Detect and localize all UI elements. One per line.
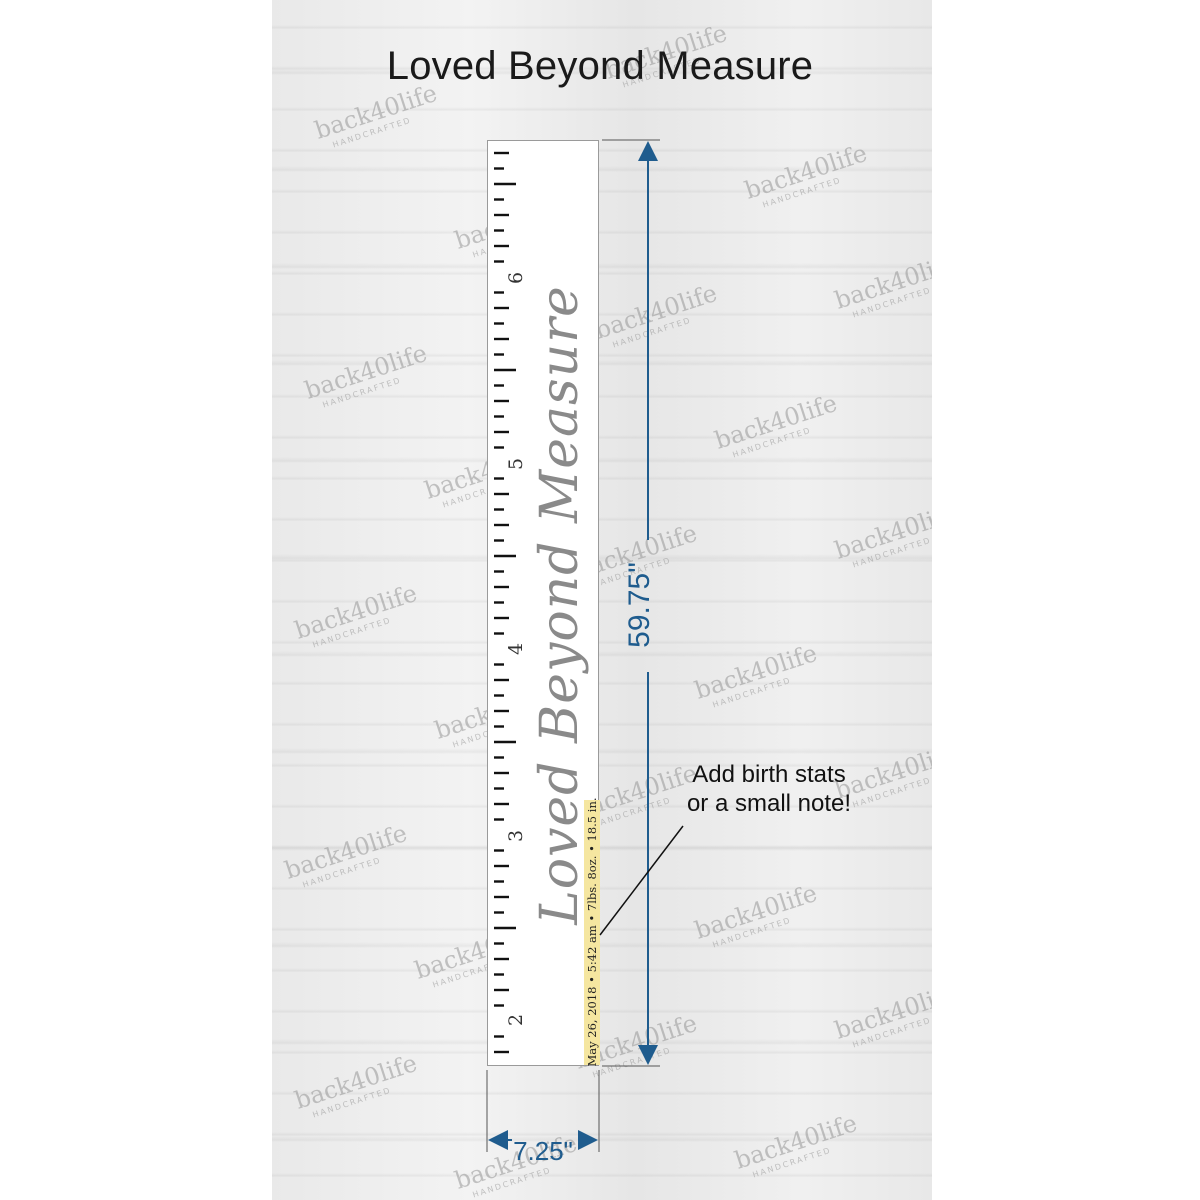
width-dimension-label: 7.25"	[513, 1136, 573, 1166]
birth-stats-note: Add birth stats or a small note!	[682, 760, 856, 819]
birth-stats-highlight	[584, 800, 600, 1065]
growth-ruler	[487, 140, 599, 1066]
note-line-2: or a small note!	[686, 790, 852, 818]
ruler-ticks	[494, 151, 516, 1054]
height-dimension-label: 59.75"	[623, 562, 656, 648]
note-line-1: Add birth stats	[692, 761, 846, 788]
page-title: Loved Beyond Measure	[386, 44, 814, 88]
